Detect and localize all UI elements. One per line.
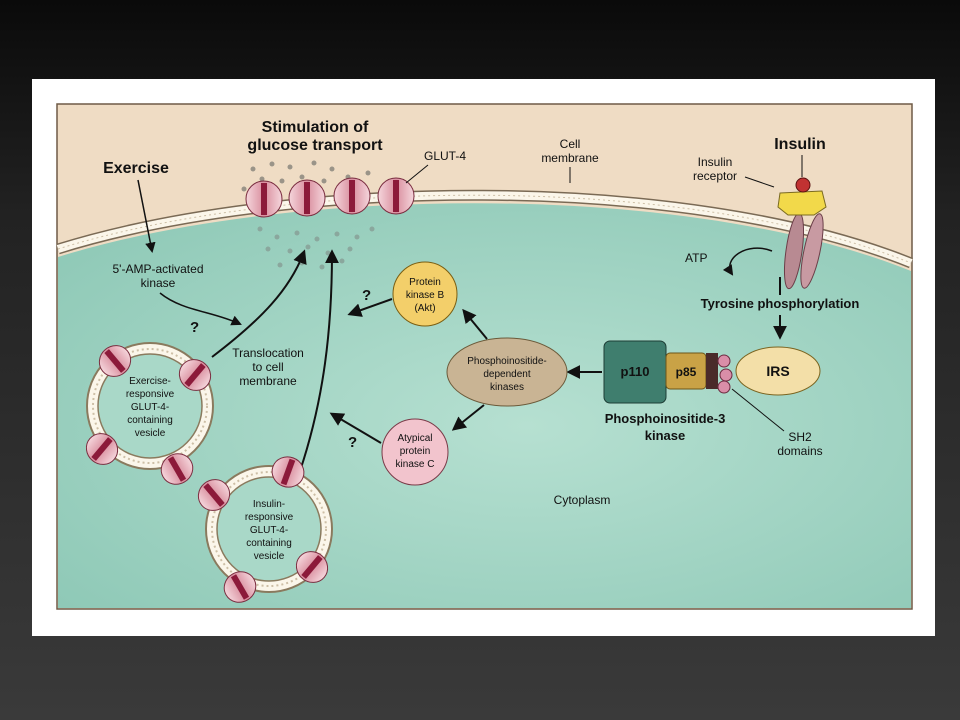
exercise-vesicle-label-5: vesicle [135, 428, 166, 439]
glut4-transporter [245, 180, 283, 218]
atypical-protein-kinase-c [381, 418, 449, 486]
insulin-vesicle-label-1: Insulin- [253, 499, 285, 510]
ampk-label-1: 5'-AMP-activated [113, 262, 204, 276]
pi3k-label-2: kinase [645, 428, 685, 443]
translocation-label-2: to cell [252, 360, 283, 374]
glut4-transporter [333, 177, 371, 215]
p85-label: p85 [676, 365, 697, 379]
sh2-label-1: SH2 [788, 430, 812, 444]
exercise-arrow [137, 179, 156, 254]
translocation-label-3: membrane [239, 374, 297, 388]
insulin-receptor-label-1: Insulin [698, 155, 733, 169]
pdk-to-apkc-arrow [451, 404, 485, 431]
pkb-label-3: (Akt) [414, 303, 435, 314]
pkb-question-mark: ? [362, 287, 371, 304]
pdk [446, 337, 568, 407]
apkc-question-mark: ? [348, 434, 357, 451]
pi3k-label-1: Phosphoinositide-3 [605, 411, 726, 426]
glut4-transporter [288, 179, 326, 217]
tyrosine-phosphorylation-label: Tyrosine phosphorylation [701, 296, 860, 311]
protein-kinase-b [392, 261, 458, 327]
exercise-vesicle-label-4: containing [127, 415, 173, 426]
glucose-transport-diagram: Stimulation of glucose transport GLUT-4 … [56, 103, 914, 610]
insulin-vesicle-label-2: responsive [245, 512, 294, 523]
title-line-1: Stimulation of [262, 119, 369, 136]
irs [735, 346, 821, 396]
glut4-leader [405, 164, 429, 184]
insulin-vesicle-label-3: GLUT-4- [250, 525, 288, 536]
ampk-question-mark: ? [190, 319, 199, 336]
insulin-label: Insulin [774, 136, 826, 153]
sh2-label-2: domains [777, 444, 822, 458]
sh2-leader [731, 388, 785, 432]
insulin-vesicle-label-4: containing [246, 538, 292, 549]
pdk-label-3: kinases [490, 382, 524, 393]
exercise-vesicle-label-2: responsive [126, 389, 175, 400]
pdk-to-pkb-arrow [462, 308, 488, 340]
slide-frame: Stimulation of glucose transport GLUT-4 … [32, 79, 935, 636]
irs-label: IRS [766, 363, 789, 379]
insulin-vesicle-label-5: vesicle [254, 551, 285, 562]
insulin-receptor-leader [744, 176, 775, 188]
pkb-label-2: kinase B [406, 290, 445, 301]
insulin-receptor-label-2: receptor [693, 169, 737, 183]
sh2-domains [717, 354, 733, 394]
vesicle-glut4 [85, 345, 212, 485]
atp-label: ATP [685, 251, 707, 265]
pdk-label-2: dependent [483, 369, 530, 380]
apkc-label-3: kinase C [396, 459, 435, 470]
apkc-label-1: Atypical [397, 433, 432, 444]
glucose-molecules-inside [257, 226, 375, 270]
insulin-molecule [795, 177, 811, 193]
exercise-vesicle-label-3: GLUT-4- [131, 402, 169, 413]
apkc-left-arrow [329, 412, 382, 444]
p110-label: p110 [621, 364, 650, 379]
glut4-label: GLUT-4 [424, 149, 466, 163]
glut4-transporter [377, 177, 415, 215]
p85-dark-segment [706, 353, 718, 389]
insulin-receptor [777, 190, 827, 290]
ampk-label-2: kinase [141, 276, 176, 290]
exercise-vesicle-translocation-arrow [211, 249, 307, 358]
vesicle-glut4 [197, 456, 329, 603]
atp-arrow [722, 247, 773, 276]
title-line-2: glucose transport [247, 137, 383, 154]
cell-membrane-label-1: Cell [560, 137, 581, 151]
apkc-label-2: protein [400, 446, 431, 457]
cytoplasm-label: Cytoplasm [554, 493, 611, 507]
exercise-label: Exercise [103, 160, 169, 177]
insulin-vesicle-translocation-arrow [299, 249, 339, 472]
translocation-label-1: Translocation [232, 346, 304, 360]
pkb-label-1: Protein [409, 277, 441, 288]
pkb-left-arrow [347, 298, 393, 317]
cell-membrane-label-2: membrane [541, 151, 599, 165]
pdk-label-1: Phosphoinositide- [467, 356, 547, 367]
ampk-arrow [159, 292, 242, 326]
exercise-vesicle-label-1: Exercise- [129, 376, 171, 387]
